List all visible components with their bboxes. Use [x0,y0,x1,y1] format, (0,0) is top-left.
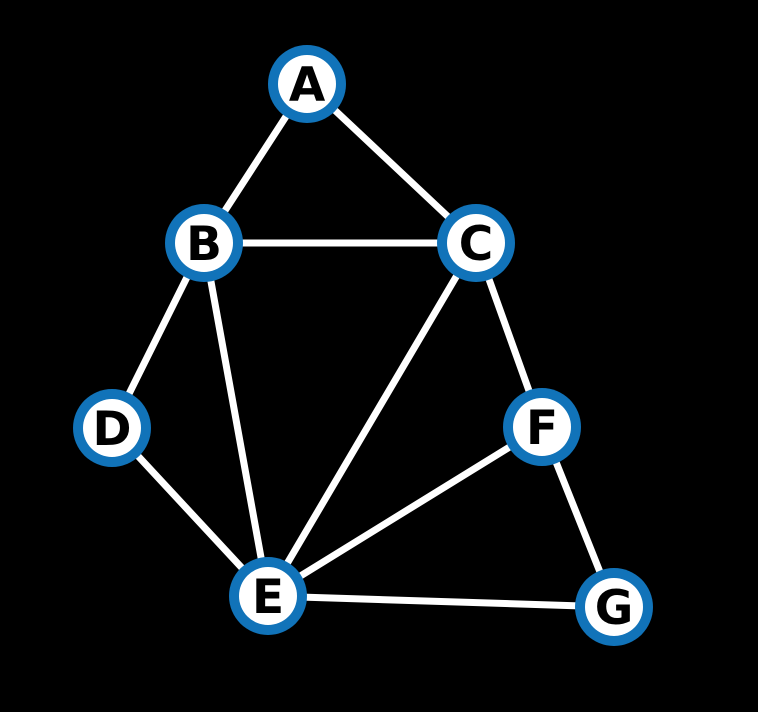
node-label-A: A [289,58,326,113]
node-D: D [73,389,151,467]
edge-C-E [264,239,480,600]
node-body-D [83,399,141,457]
node-B: B [165,204,243,282]
node-body-A [278,55,336,113]
node-C: C [437,204,515,282]
node-body-E [239,567,297,625]
node-label-F: F [526,401,558,456]
node-label-E: E [252,570,284,625]
node-body-G [585,578,643,636]
node-label-B: B [186,217,222,272]
node-label-D: D [92,402,131,457]
edge-E-G [264,592,618,611]
node-body-B [175,214,233,272]
node-body-C [447,214,505,272]
node-body-F [513,398,571,456]
node-G: G [575,568,653,646]
node-E: E [229,557,307,635]
node-label-C: C [459,217,494,272]
node-label-G: G [595,581,634,636]
edge-B-E [200,239,272,600]
edge-E-F [264,423,546,600]
node-F: F [503,388,581,466]
node-A: A [268,45,346,123]
